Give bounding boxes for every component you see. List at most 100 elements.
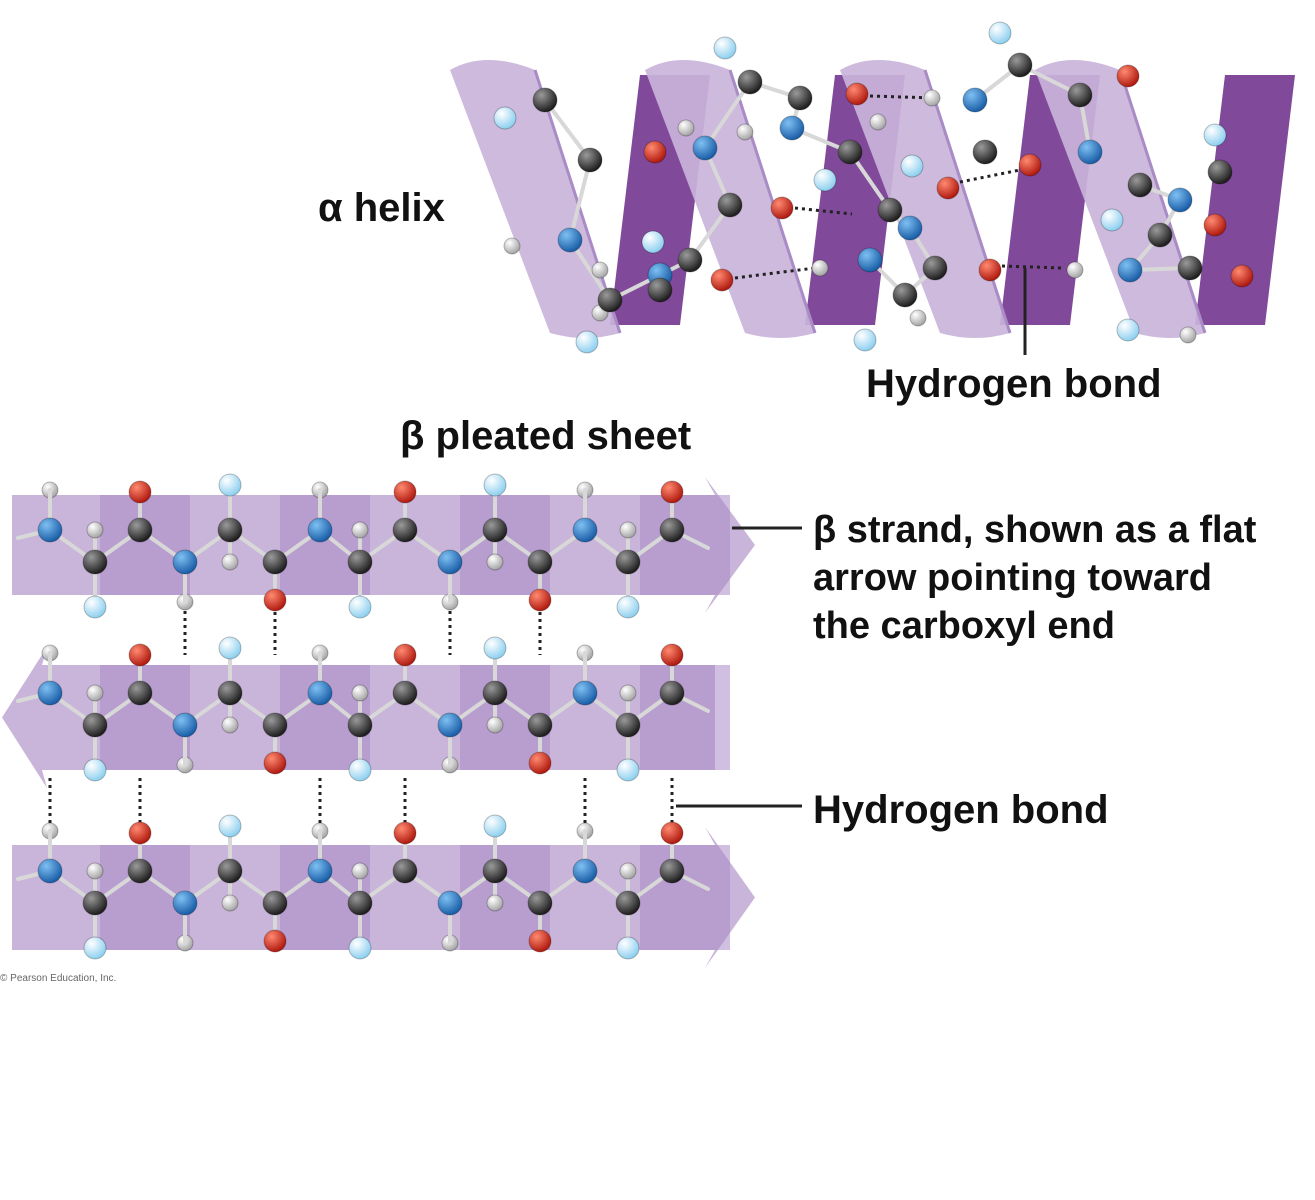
oxygen-atom [643,140,667,164]
r-group-atom [813,168,837,192]
hydrogen-atom [619,862,637,880]
covalent-bond [568,238,612,302]
nitrogen-atom [37,517,63,543]
r-group-atom [641,230,665,254]
copyright-notice: © Pearson Education, Inc. [0,973,117,984]
carbon-atom [482,517,508,543]
nitrogen-atom [37,858,63,884]
carbon-atom [1207,159,1233,185]
hydrogen-atom [486,894,504,912]
hydrogen-atom [619,684,637,702]
hydrogen-atom [221,716,239,734]
oxygen-atom [528,751,552,775]
beta-sheet-atoms [16,473,710,960]
oxygen-atom [660,643,684,667]
hydrogen-atom [486,716,504,734]
hydrogen-atom [923,89,941,107]
sheet-hydrogen-bond-label: Hydrogen bond [813,788,1109,832]
covalent-bond [543,98,592,162]
helix-ribbon-back-segment [1195,75,1295,325]
r-group-atom [348,595,372,619]
hydrogen-atom [1179,326,1197,344]
hydrogen-atom [736,123,754,141]
oxygen-atom [263,588,287,612]
oxygen-atom [936,176,960,200]
carbon-atom [1067,82,1093,108]
helix-ribbon-edge [728,69,817,334]
r-group-atom [483,814,507,838]
alpha-helix-title: α helix [318,186,445,230]
beta-strand-label-line-3: the carboxyl end [813,605,1115,647]
carbon-atom [1007,52,1033,78]
r-group-atom [83,758,107,782]
r-group-atom [483,473,507,497]
carbon-atom [347,890,373,916]
hydrogen-atom [221,553,239,571]
helix-ribbon-edge [1118,69,1207,334]
nitrogen-atom [307,858,333,884]
nitrogen-atom [572,680,598,706]
r-group-atom [218,636,242,660]
carbon-atom [392,517,418,543]
beta-strand-pleat [280,495,370,595]
nitrogen-atom [437,890,463,916]
carbon-atom [392,680,418,706]
carbon-atom [127,680,153,706]
r-group-atom [218,814,242,838]
nitrogen-atom [307,517,333,543]
oxygen-atom [263,751,287,775]
oxygen-atom [128,643,152,667]
nitrogen-atom [1117,257,1143,283]
r-group-atom [900,154,924,178]
beta-strand-arrow [12,827,755,968]
beta-strand-pleat [100,845,190,950]
hydrogen-atom [351,684,369,702]
beta-strand-label: β strand, shown as a flat arrow pointing… [813,506,1315,650]
oxygen-atom [528,929,552,953]
r-group-atom [575,330,599,354]
hydrogen-atom [619,521,637,539]
hydrogen-atom [486,553,504,571]
carbon-atom [659,858,685,884]
beta-strand-label-line-1: β strand, shown as a flat [813,509,1257,551]
nitrogen-atom [962,87,988,113]
carbon-atom [577,147,603,173]
hydrogen-atom [351,862,369,880]
nitrogen-atom [779,115,805,141]
r-group-atom [493,106,517,130]
hydrogen-atom [811,259,829,277]
r-group-atom [83,595,107,619]
r-group-atom [1203,123,1227,147]
carbon-atom [217,517,243,543]
hydrogen-bond-dashes [794,206,853,216]
r-group-atom [616,758,640,782]
beta-strand-pleat [460,665,550,770]
carbon-atom [892,282,918,308]
carbon-atom [127,858,153,884]
beta-strand-pleat [460,845,550,950]
hydrogen-atom [677,119,695,137]
helix-ribbon-front-segment [840,60,1010,338]
carbon-atom [922,255,948,281]
carbon-atom [392,858,418,884]
carbon-atom [1147,222,1173,248]
r-group-atom [348,758,372,782]
oxygen-atom [1230,264,1254,288]
hydrogen-bond-dashes [1001,264,1063,270]
nitrogen-atom [307,680,333,706]
carbon-atom [737,69,763,95]
oxygen-atom [393,821,417,845]
carbon-atom [262,712,288,738]
beta-strand-pleat [460,495,550,595]
carbon-atom [659,680,685,706]
carbon-atom [127,517,153,543]
alpha-helix-atoms [493,21,1254,354]
carbon-atom [647,277,673,303]
r-group-atom [616,595,640,619]
r-group-atom [713,36,737,60]
hydrogen-atom [591,261,609,279]
carbon-atom [615,890,641,916]
nitrogen-atom [172,890,198,916]
carbon-atom [347,712,373,738]
helix-ribbon-front-segment [450,60,620,338]
